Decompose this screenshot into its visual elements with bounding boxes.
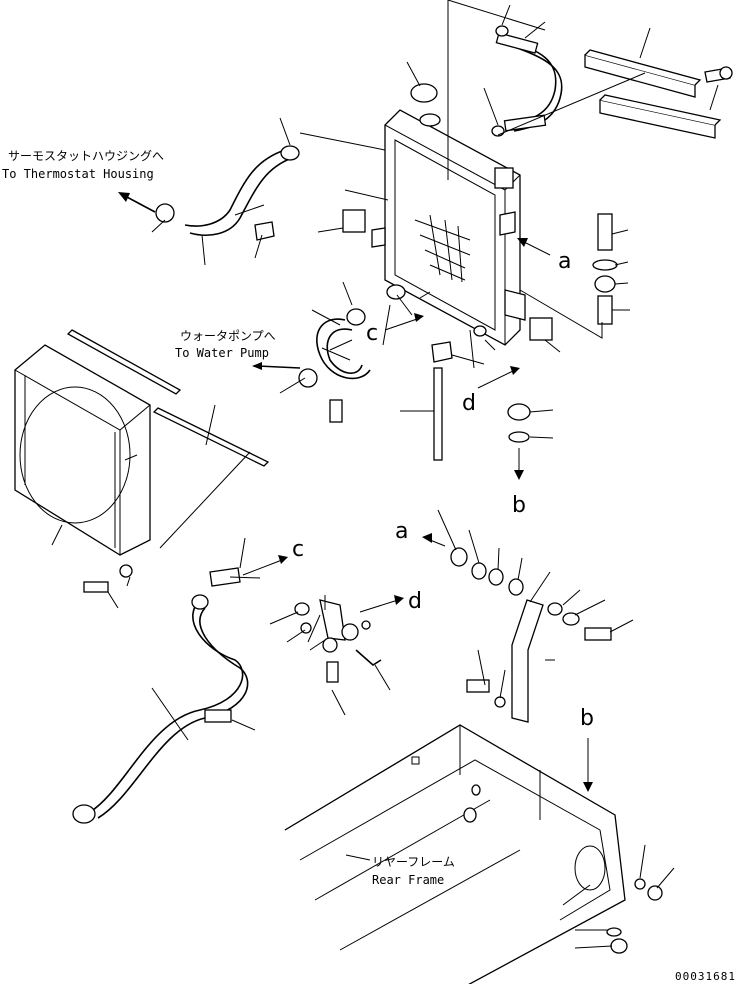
ref-c-top: c [366, 321, 378, 346]
support-stay [511, 599, 544, 723]
radiator-cap [410, 83, 438, 103]
drain-rod [433, 367, 443, 461]
mounting-stack-right [592, 213, 618, 325]
oil-line [72, 567, 249, 824]
seal-strip-2 [152, 407, 270, 467]
thermostat-label-jp: サーモスタットハウジングへ [8, 149, 164, 163]
upper-hose [491, 25, 563, 137]
washer-row [450, 547, 612, 641]
ref-b-low: b [580, 706, 594, 731]
radiator [371, 109, 526, 346]
hose-to-thermostat [118, 145, 300, 241]
ref-c-mid: c [292, 537, 304, 562]
center-fittings [294, 599, 382, 683]
ref-a-mid: a [395, 519, 408, 544]
ref-a-top: a [558, 249, 571, 274]
waterpump-label-en: To Water Pump [175, 346, 269, 360]
hose-to-water-pump [252, 308, 371, 423]
top-brackets [584, 49, 733, 139]
rubber-block-right [529, 317, 553, 341]
ref-d-top: d [462, 391, 476, 416]
fan-shroud [14, 344, 151, 556]
rearframe-label-jp: リヤーフレーム [372, 855, 455, 869]
ref-b-top: b [512, 493, 526, 518]
thermostat-label-en: To Thermostat Housing [2, 167, 154, 181]
rear-frame [284, 724, 626, 984]
ref-d-mid: d [408, 589, 422, 614]
leader-lines [51, 0, 719, 949]
drawing-number: 00031681 [675, 970, 736, 983]
waterpump-label-jp: ウォータポンプへ [180, 329, 276, 343]
rearframe-label-en: Rear Frame [372, 873, 444, 887]
seal-strip-1 [66, 329, 182, 395]
ref-arrows [242, 238, 551, 861]
rubber-block-left [342, 209, 366, 233]
